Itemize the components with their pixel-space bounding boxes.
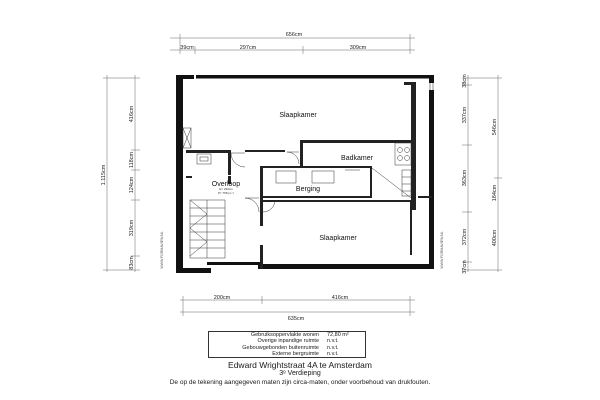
watermark-left: WWW.FORMAVIEW.NL bbox=[160, 231, 164, 268]
room-label-slaapkamer-bottom: Slaapkamer bbox=[319, 235, 357, 242]
room-label-berging: Berging bbox=[296, 186, 320, 193]
address-title: Edward Wrightstraat 4A te Amsterdam bbox=[228, 360, 372, 370]
dim-left-4: 319cm bbox=[129, 219, 135, 236]
right-dimension-lines bbox=[462, 75, 502, 272]
room-label-slaapkamer-top: Slaapkamer bbox=[279, 112, 317, 119]
dim-right-total: 546cm bbox=[492, 118, 498, 135]
info-label: Externe bergruimte bbox=[272, 350, 319, 357]
bottom-dimension-lines bbox=[180, 296, 415, 316]
dim-left-5: 83cm bbox=[129, 256, 135, 270]
dim-bottom-left: 200cm bbox=[214, 295, 231, 301]
dim-right-2: 337cm bbox=[462, 106, 468, 123]
dim-top-left: 39cm bbox=[180, 45, 194, 51]
dim-left-3: 124cm bbox=[129, 176, 135, 193]
exterior-walls bbox=[176, 75, 434, 273]
dim-top-total: 656cm bbox=[286, 32, 303, 38]
dim-right-3: 363cm bbox=[462, 169, 468, 186]
floor-label: 3ᵉ Verdieping bbox=[279, 370, 321, 377]
dim-right-4: 184cm bbox=[492, 184, 498, 201]
dim-top-mid: 297cm bbox=[240, 45, 257, 51]
info-value: n.v.t. bbox=[327, 338, 339, 345]
dim-right-1: 38cm bbox=[462, 74, 468, 88]
dim-bottom-mid: 416cm bbox=[332, 295, 349, 301]
dim-top-right: 309cm bbox=[350, 45, 367, 51]
watermark-right: WWW.FORMAVIEW.NL bbox=[440, 231, 444, 268]
info-label: Gebruiksoppervlakte wonen bbox=[250, 332, 319, 338]
info-value: n.v.t. bbox=[327, 350, 339, 357]
dim-bottom-total: 635cm bbox=[288, 316, 305, 322]
room-overloop-p: P= 758 px = bbox=[218, 191, 234, 195]
info-label: Overige inpandige ruimte bbox=[257, 338, 319, 345]
info-value: n.v.t. bbox=[327, 344, 339, 351]
info-row: Overige inpandige ruimte n.v.t. bbox=[209, 338, 365, 344]
top-dimension-lines bbox=[170, 34, 415, 54]
berging-fixtures bbox=[275, 170, 335, 184]
window-markers bbox=[429, 83, 434, 90]
dim-right-7: 37cm bbox=[462, 260, 468, 274]
dim-right-6: 400cm bbox=[492, 229, 498, 246]
overloop-fixture bbox=[196, 153, 212, 165]
dim-right-5: 372cm bbox=[462, 228, 468, 245]
disclaimer-text: De op de tekening aangegeven maten zijn … bbox=[169, 379, 431, 386]
info-value: 72,80 m² bbox=[327, 332, 349, 338]
area-info-box: Gebruiksoppervlakte wonen 72,80 m² Overi… bbox=[208, 331, 366, 358]
info-row: Externe bergruimte n.v.t. bbox=[209, 351, 365, 357]
staircase bbox=[189, 199, 226, 259]
info-row: Gebruiksoppervlakte wonen 72,80 m² bbox=[209, 332, 365, 338]
info-label: Gebouwgebonden buitenruimte bbox=[242, 344, 319, 351]
bathroom-fixtures bbox=[345, 142, 412, 199]
door-swings bbox=[230, 151, 300, 213]
info-row: Gebouwgebonden buitenruimte n.v.t. bbox=[209, 345, 365, 351]
room-overloop-height: H= 230cm bbox=[219, 187, 233, 191]
dim-left-total: 1.115cm bbox=[101, 164, 107, 185]
room-label-overloop: Overloop bbox=[212, 181, 241, 188]
dim-left-1: 416cm bbox=[129, 105, 135, 122]
wardrobe bbox=[182, 127, 192, 149]
interior-walls bbox=[186, 82, 432, 269]
dim-left-2: 118cm bbox=[129, 152, 135, 169]
left-dimension-lines bbox=[103, 75, 140, 272]
room-label-badkamer: Badkamer bbox=[341, 155, 374, 162]
